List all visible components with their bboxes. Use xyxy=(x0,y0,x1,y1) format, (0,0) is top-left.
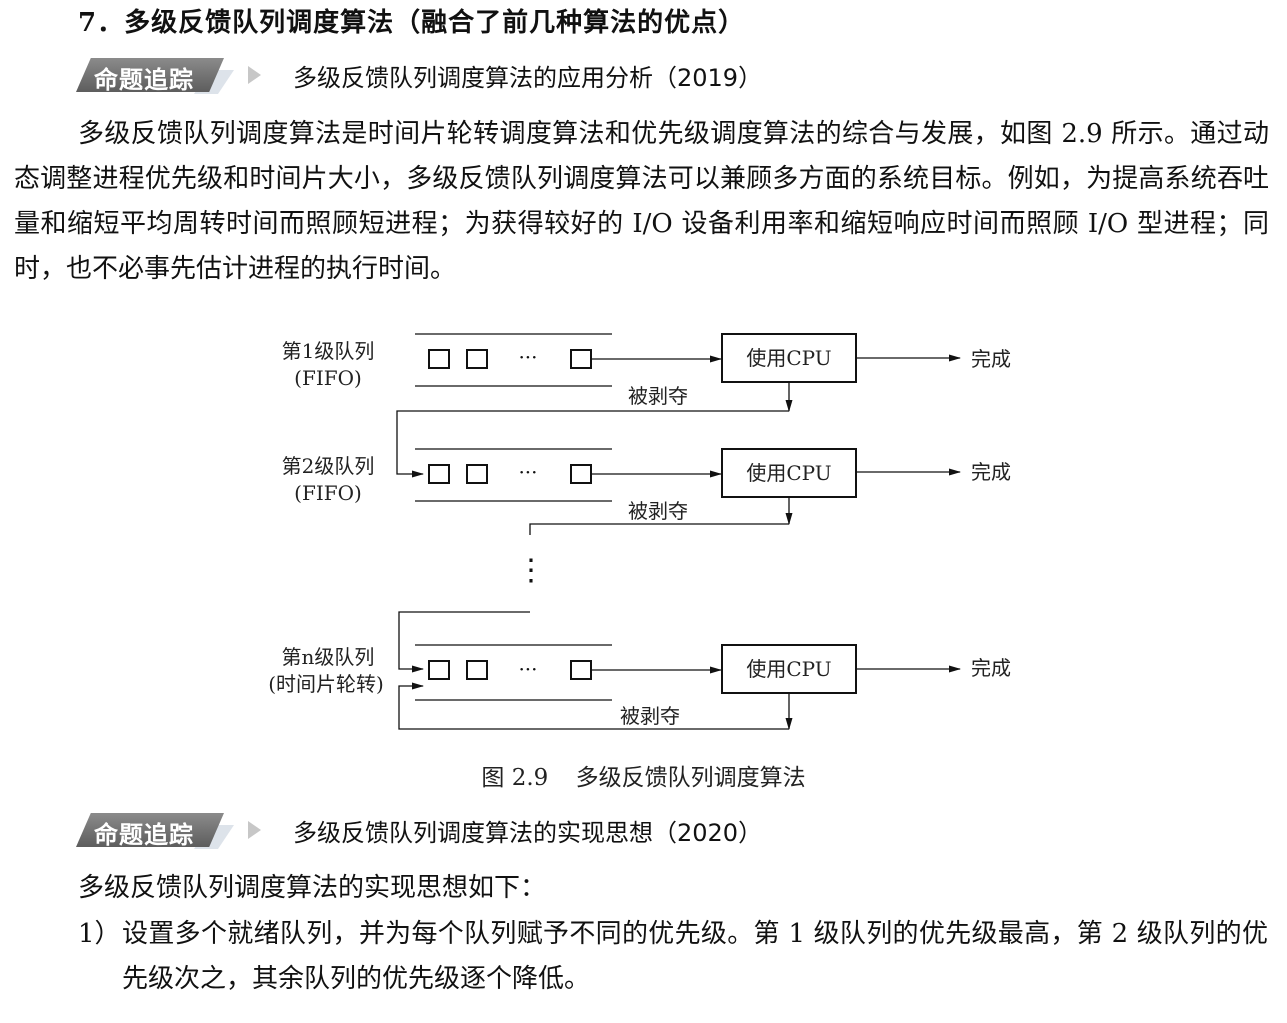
topic-tag-row-2: 命题追踪 多级反馈队列调度算法的实现思想（2020） xyxy=(76,810,762,850)
queue2-policy: (FIFO) xyxy=(294,481,362,505)
queuen-cpu-label: 使用CPU xyxy=(746,657,831,681)
figure-caption-number: 图 2.9 xyxy=(481,765,549,791)
paragraph-intro: 多级反馈队列调度算法是时间片轮转调度算法和优先级调度算法的综合与发展，如图 2.… xyxy=(14,119,1269,284)
topic-title-2: 多级反馈队列调度算法的实现思想（2020） xyxy=(293,818,763,847)
topic-title-1: 多级反馈队列调度算法的应用分析（2019） xyxy=(293,63,763,92)
play-arrow-icon xyxy=(248,66,261,84)
queue2-done-label: 完成 xyxy=(971,460,1011,484)
topic-tag-label: 命题追踪 xyxy=(94,821,194,849)
queue1-slot xyxy=(466,349,488,369)
queuen-slot xyxy=(570,660,592,680)
play-arrow-icon xyxy=(248,821,261,839)
queuen-slot xyxy=(466,660,488,680)
figure-caption: 图 2.9 多级反馈队列调度算法 xyxy=(0,758,1287,792)
figure-caption-title: 多级反馈队列调度算法 xyxy=(575,765,806,791)
queue1-slot xyxy=(570,349,592,369)
queue1-ellipsis: ··· xyxy=(518,345,537,369)
section-heading: 7．多级反馈队列调度算法（融合了前几种算法的优点） xyxy=(78,8,746,38)
topic-tag-label: 命题追踪 xyxy=(94,66,194,94)
list-item-number: 1） xyxy=(78,919,121,949)
queuen-preempt-label: 被剥夺 xyxy=(620,704,680,728)
vertical-ellipsis: ⋮ xyxy=(516,553,546,588)
paragraph-implementation-intro: 多级反馈队列调度算法的实现思想如下： xyxy=(78,873,547,903)
topic-tag-badge: 命题追踪 xyxy=(76,813,234,849)
queue1-done-label: 完成 xyxy=(971,347,1011,371)
queuen-name: 第n级队列 xyxy=(282,645,375,669)
queue1-preempt-label: 被剥夺 xyxy=(628,384,688,408)
list-item: 1） 设置多个就绪队列，并为每个队列赋予不同的优先级。第 1 级队列的优先级最高… xyxy=(78,912,1268,1002)
queue2-name: 第2级队列 xyxy=(282,454,375,478)
queuen-ellipsis: ··· xyxy=(518,657,537,681)
queuen-done-label: 完成 xyxy=(971,656,1011,680)
queue2-slot xyxy=(466,464,488,484)
queue2-cpu-label: 使用CPU xyxy=(746,461,831,485)
queue2-preempt-label: 被剥夺 xyxy=(628,499,688,523)
queue2-slot xyxy=(570,464,592,484)
topic-tag-row-1: 命题追踪 多级反馈队列调度算法的应用分析（2019） xyxy=(76,55,762,95)
queue2-slot xyxy=(428,464,450,484)
queuen-policy: (时间片轮转) xyxy=(268,672,384,696)
queuen-slot xyxy=(428,660,450,680)
queue1-slot xyxy=(428,349,450,369)
queue2-ellipsis: ··· xyxy=(518,460,537,484)
queue1-name: 第1级队列 xyxy=(282,339,375,363)
queue1-policy: (FIFO) xyxy=(294,366,362,390)
list-item-text: 设置多个就绪队列，并为每个队列赋予不同的优先级。第 1 级队列的优先级最高，第 … xyxy=(122,919,1268,994)
queue1-cpu-label: 使用CPU xyxy=(746,346,831,370)
